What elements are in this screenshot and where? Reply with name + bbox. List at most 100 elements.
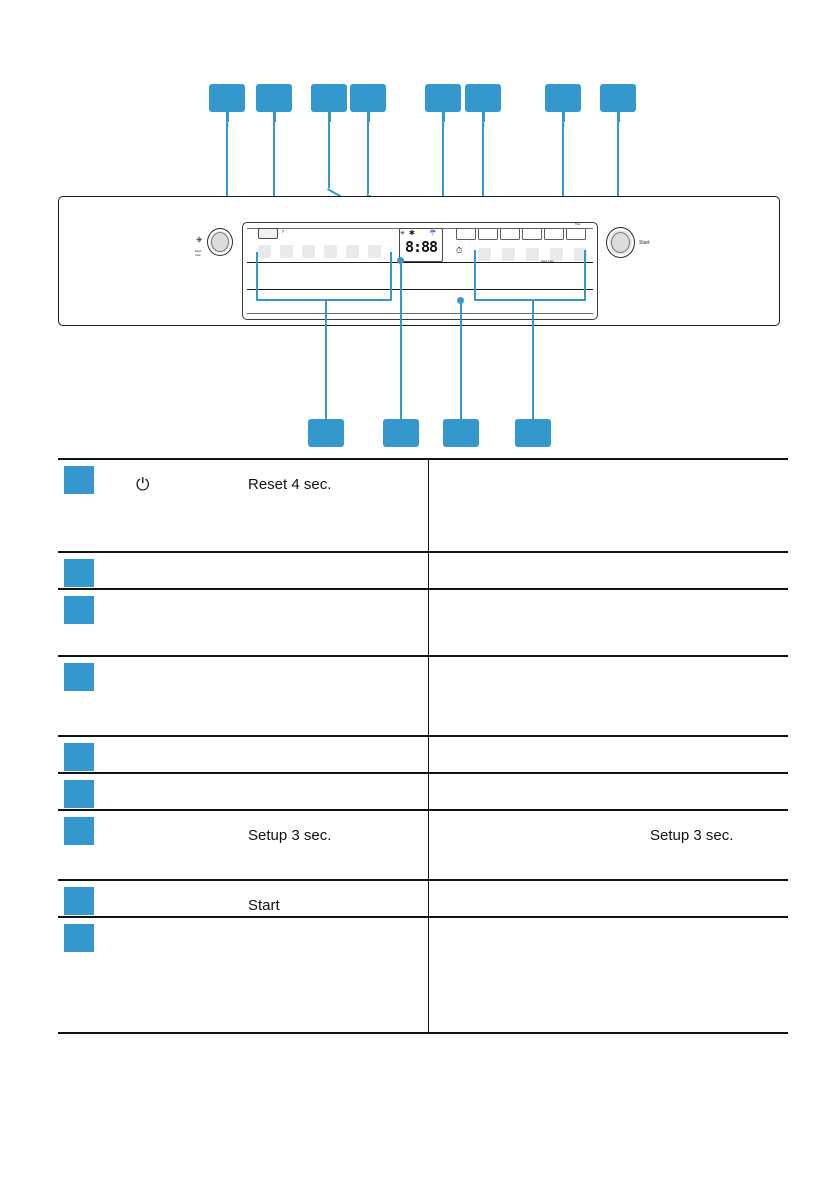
water-tap-icon: ☔: [429, 230, 437, 236]
legend-row-number: [64, 924, 94, 952]
program-selector-button[interactable]: [258, 228, 278, 239]
legend-column-divider: [428, 737, 429, 772]
legend-row: [58, 916, 788, 1034]
legend-row-number: [64, 663, 94, 691]
legend-row: Setup 3 sec. Setup 3 sec.: [58, 809, 788, 879]
callout-1: [209, 84, 245, 112]
leader-line-11: [460, 300, 462, 419]
legend-text-b: Start: [248, 897, 280, 914]
power-icon: ⏻: [136, 475, 150, 494]
leader-line-10: [400, 260, 402, 419]
leader-line-4a: [367, 112, 369, 194]
callout-1-stem: [227, 112, 229, 122]
legend-column-divider: [428, 590, 429, 655]
callout-12: [515, 419, 551, 447]
program-pad-1[interactable]: [258, 245, 271, 258]
rinse-aid-icon: ✱: [409, 230, 415, 237]
fascia-inner-line-bottom: [247, 313, 593, 314]
leader-dot-11: [457, 297, 464, 304]
option-pad-2[interactable]: [502, 248, 515, 261]
callout-4-stem: [368, 112, 370, 122]
legend-row-number: [64, 559, 94, 587]
legend-row-number: [64, 780, 94, 808]
legend-row: [58, 772, 788, 809]
leader-line-8: [617, 112, 619, 218]
start-knob-inner[interactable]: [611, 232, 630, 253]
legend-table: ⏻Reset 4 sec. Setup 3 sec. Setup 3 sec. Sta…: [58, 458, 788, 1034]
callout-5-stem: [443, 112, 445, 122]
legend-row-number: [64, 596, 94, 624]
option-button-2[interactable]: [478, 228, 498, 240]
legend-column-divider: [428, 811, 429, 879]
option-button-5[interactable]: [544, 228, 564, 240]
option-pad-4[interactable]: [550, 248, 563, 261]
option-button-6[interactable]: [566, 228, 586, 240]
callout-6-stem: [483, 112, 485, 122]
option-pad-1[interactable]: [478, 248, 491, 261]
callout-11: [443, 419, 479, 447]
legend-row: Start: [58, 879, 788, 916]
callout-3-stem: [329, 112, 331, 122]
leader-line-7: [562, 112, 564, 219]
legend-row: ⏻Reset 4 sec.: [58, 458, 788, 551]
option-button-3[interactable]: [500, 228, 520, 240]
start-knob-label: Start: [639, 240, 650, 246]
callout-6: [465, 84, 501, 112]
fascia-divider-1: [247, 262, 593, 263]
legend-text-c: Setup 3 sec.: [650, 827, 734, 844]
power-knob-micro-label-2: 4 sec.: [195, 254, 202, 257]
leader-dot-10: [397, 257, 404, 264]
leader-line-1: [226, 112, 228, 224]
option-button-4[interactable]: [522, 228, 542, 240]
leader-line-6a: [482, 112, 484, 208]
setup-micro-label: Setup 3 sec.: [541, 260, 555, 263]
callout-7-stem: [563, 112, 565, 122]
time-micro-label: Time: [575, 223, 581, 226]
callout-2-stem: [274, 112, 276, 122]
legend-text-b: Setup 3 sec.: [248, 827, 332, 844]
legend-row: [58, 588, 788, 655]
legend-column-divider: [428, 553, 429, 588]
leader-line-5a: [442, 112, 444, 208]
option-button-1[interactable]: [456, 228, 476, 240]
legend-column-divider: [428, 918, 429, 1032]
delay-timer-icon: ⏱: [456, 246, 463, 255]
leader-line-2: [273, 112, 275, 222]
program-pad-6[interactable]: [368, 245, 381, 258]
fascia-divider-2: [247, 289, 593, 290]
salt-refill-icon: ✳: [400, 231, 406, 237]
legend-row-number: [64, 887, 94, 915]
legend-row-number: [64, 817, 94, 845]
callout-2: [256, 84, 292, 112]
legend-column-divider: [428, 657, 429, 735]
callout-3: [311, 84, 347, 112]
program-pad-5[interactable]: [346, 245, 359, 258]
callout-8-stem: [618, 112, 620, 122]
lcd-digits: 8:88: [404, 238, 438, 256]
leader-line-9: [325, 299, 327, 419]
option-pad-5[interactable]: [574, 248, 587, 261]
power-knob-inner[interactable]: [211, 232, 229, 252]
program-pad-4[interactable]: [324, 245, 337, 258]
power-icon: ⎈: [196, 235, 203, 244]
legend-row: [58, 551, 788, 588]
lcd-display: [399, 228, 443, 262]
callout-10: [383, 419, 419, 447]
program-pad-3[interactable]: [302, 245, 315, 258]
leader-line-3a: [328, 112, 330, 188]
leader-line-12: [532, 299, 534, 419]
legend-column-divider: [428, 881, 429, 916]
option-pad-3[interactable]: [526, 248, 539, 261]
legend-row-number: [64, 466, 94, 494]
callout-8: [600, 84, 636, 112]
callout-4: [350, 84, 386, 112]
callout-7: [545, 84, 581, 112]
power-knob-micro-label-1: Reset: [195, 250, 202, 253]
callout-5: [425, 84, 461, 112]
program-pad-2[interactable]: [280, 245, 293, 258]
legend-row-number: [64, 743, 94, 771]
callout-9: [308, 419, 344, 447]
legend-row: [58, 655, 788, 735]
chevron-right-icon: ›: [282, 229, 284, 235]
